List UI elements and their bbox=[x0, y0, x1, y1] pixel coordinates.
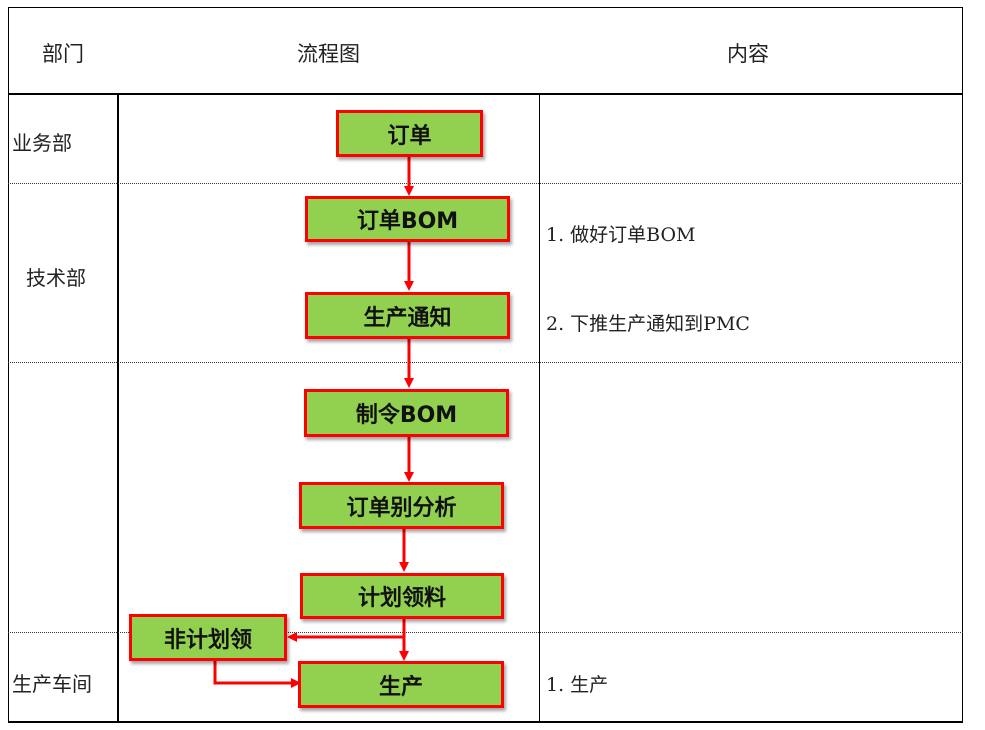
header-content: 内容 bbox=[727, 42, 769, 66]
flow-box-production: 生产 bbox=[298, 661, 504, 708]
flow-box-order-bom: 订单BOM bbox=[305, 196, 510, 242]
content-tech-step-2: 2. 下推生产通知到PMC bbox=[546, 313, 750, 335]
flow-box-order-analysis: 订单别分析 bbox=[299, 482, 504, 529]
table-border-top bbox=[8, 7, 963, 8]
content-tech-step-1: 1. 做好订单BOM bbox=[546, 224, 696, 246]
flow-box-order: 订单 bbox=[336, 110, 483, 157]
table-border-bottom bbox=[8, 721, 963, 723]
header-department: 部门 bbox=[42, 42, 84, 66]
table-border-right bbox=[962, 7, 963, 722]
flow-box-production-notice: 生产通知 bbox=[305, 292, 510, 339]
column-divider-1 bbox=[117, 94, 119, 722]
department-tech: 技术部 bbox=[26, 266, 86, 290]
content-workshop-step-1: 1. 生产 bbox=[546, 674, 609, 696]
header-separator bbox=[8, 93, 963, 95]
department-sales: 业务部 bbox=[12, 131, 72, 155]
department-workshop: 生产车间 bbox=[12, 672, 92, 696]
flow-box-unplanned-pick: 非计划领 bbox=[129, 614, 287, 661]
row-separator-2 bbox=[8, 362, 963, 363]
row-separator-1 bbox=[8, 183, 963, 184]
table-border-left bbox=[8, 7, 9, 722]
header-flowchart: 流程图 bbox=[297, 42, 360, 66]
column-divider-2 bbox=[539, 94, 540, 722]
flow-box-planned-pick: 计划领料 bbox=[300, 573, 504, 619]
row-separator-3 bbox=[8, 632, 963, 633]
arrow-unplanned-to-production bbox=[213, 661, 301, 688]
flow-box-make-bom: 制令BOM bbox=[304, 389, 509, 437]
